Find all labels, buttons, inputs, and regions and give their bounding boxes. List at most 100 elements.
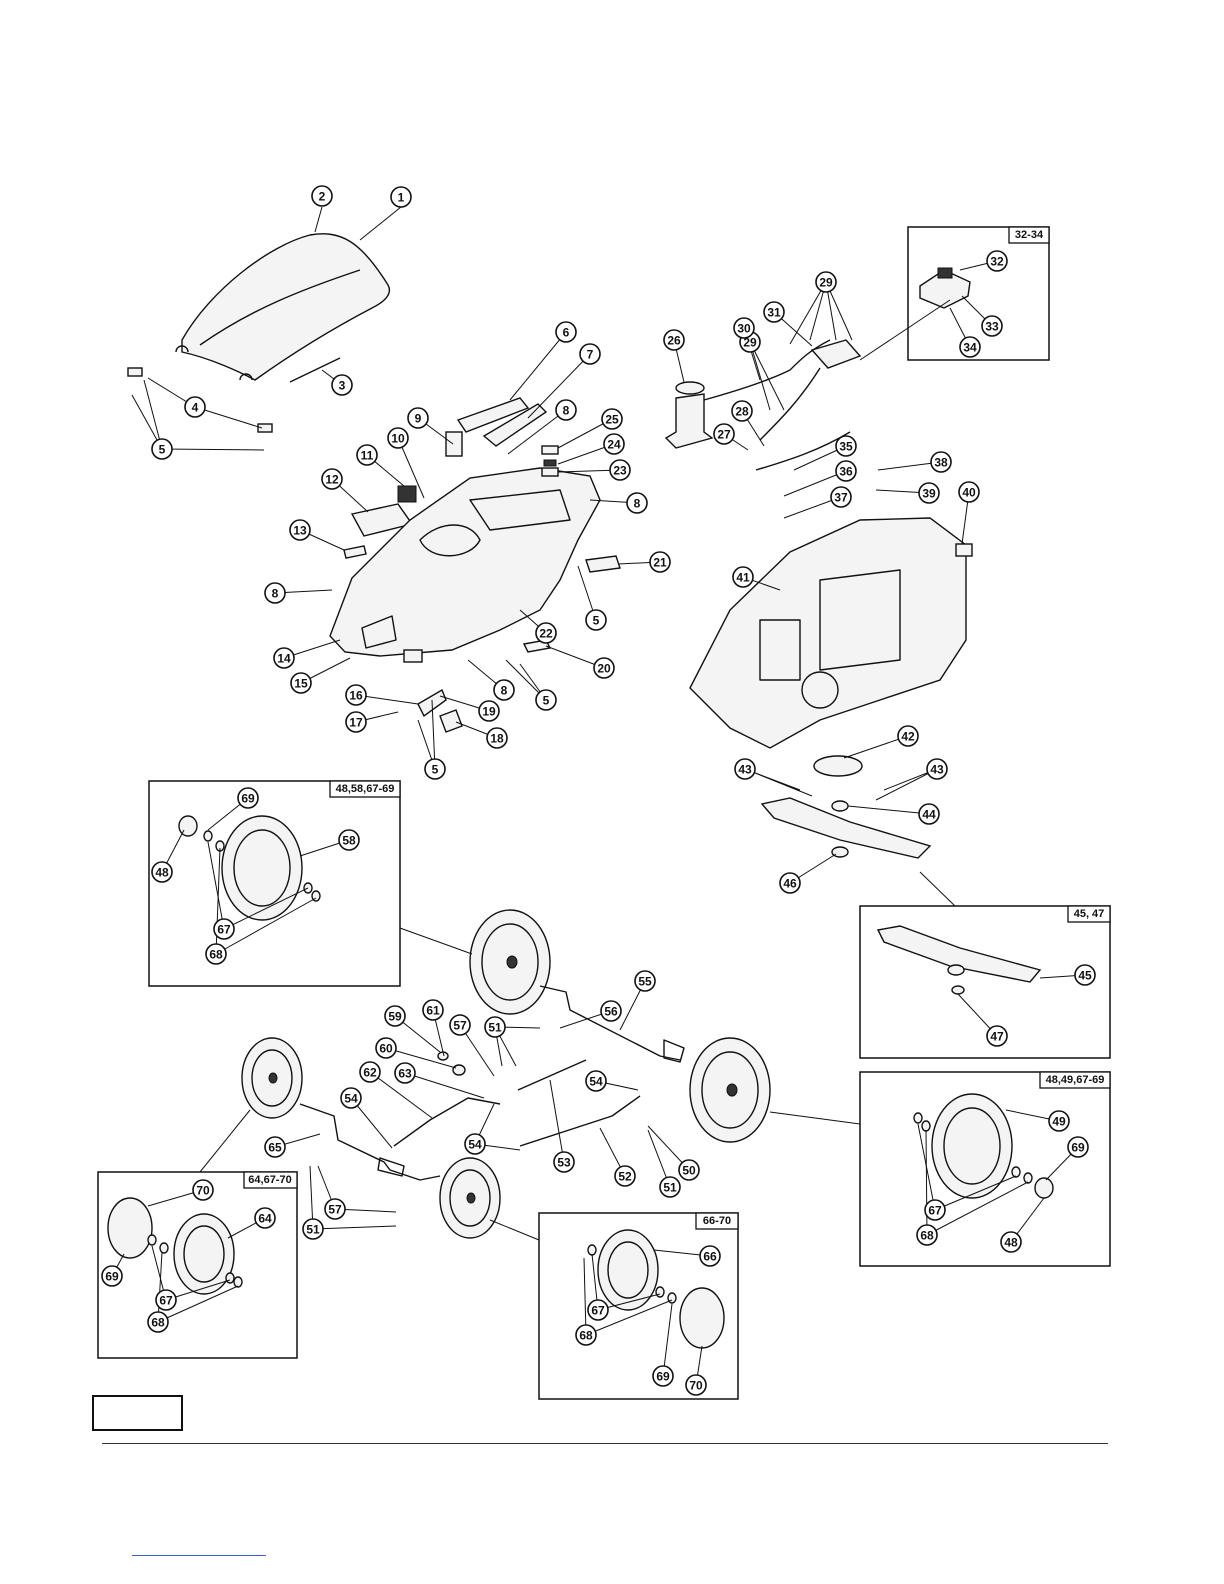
callout-17: 17 <box>345 711 367 733</box>
callout-13: 13 <box>289 519 311 541</box>
callout-35: 35 <box>835 435 857 457</box>
callout-30: 30 <box>733 317 755 339</box>
callout-27: 27 <box>713 423 735 445</box>
callout-circle <box>1074 964 1096 986</box>
callout-38: 38 <box>930 451 952 473</box>
callout-number: 68 <box>920 1229 934 1243</box>
callout-number: 13 <box>293 524 307 538</box>
callout-circle <box>302 1218 324 1240</box>
callout-circle <box>763 301 785 323</box>
callout-61: 61 <box>422 999 444 1021</box>
callout-circle <box>486 727 508 749</box>
callout-number: 27 <box>717 428 731 442</box>
callout-57: 57 <box>324 1198 346 1220</box>
inset-48-49-67-69: 48,49,67-69 <box>859 1071 1111 1267</box>
callout-number: 68 <box>209 948 223 962</box>
callout-number: 43 <box>738 763 752 777</box>
callout-circle <box>535 689 557 711</box>
footer-link-underline[interactable] <box>132 1555 266 1556</box>
callout-circle <box>289 519 311 541</box>
callout-number: 69 <box>105 1270 119 1284</box>
callout-48: 48 <box>1000 1231 1022 1253</box>
callout-number: 54 <box>344 1092 358 1106</box>
callout-circle <box>1000 1231 1022 1253</box>
callout-31: 31 <box>763 301 785 323</box>
callout-67: 67 <box>587 1299 609 1321</box>
callout-circle <box>652 1365 674 1387</box>
footer-rule <box>102 1443 1108 1444</box>
callout-53: 53 <box>553 1151 575 1173</box>
inset-48-58-67-69: 48,58,67-69 <box>148 780 401 987</box>
callout-41: 41 <box>732 566 754 588</box>
callout-60: 60 <box>375 1037 397 1059</box>
callout-37: 37 <box>830 486 852 508</box>
callout-circle <box>926 758 948 780</box>
callout-circle <box>634 970 656 992</box>
callout-46: 46 <box>779 872 801 894</box>
callout-number: 6 <box>563 326 570 340</box>
callout-circle <box>678 1159 700 1181</box>
callout-number: 20 <box>597 662 611 676</box>
part-wheel-rear-left <box>469 909 551 1015</box>
callout-69: 69 <box>652 1365 674 1387</box>
callout-51: 51 <box>302 1218 324 1240</box>
callout-circle <box>600 1000 622 1022</box>
inset-32-34: 32-34 <box>907 226 1050 361</box>
part-wheel-rear-right <box>689 1037 771 1143</box>
page-reference-box <box>92 1395 183 1431</box>
callout-circle <box>464 1133 486 1155</box>
callout-number: 23 <box>613 464 627 478</box>
callout-circle <box>924 1199 946 1221</box>
callout-number: 42 <box>901 730 915 744</box>
callout-circle <box>916 1224 938 1246</box>
callout-number: 41 <box>736 571 750 585</box>
part-link-52 <box>519 1095 641 1147</box>
callout-number: 58 <box>342 834 356 848</box>
callout-circle <box>321 468 343 490</box>
callout-23: 23 <box>609 459 631 481</box>
callout-number: 32 <box>990 255 1004 269</box>
callout-circle <box>601 408 623 430</box>
inset-label: 66-70 <box>703 1215 731 1227</box>
part-front-axle <box>299 1103 441 1181</box>
callout-number: 68 <box>151 1316 165 1330</box>
callout-8: 8 <box>555 399 577 421</box>
callout-number: 31 <box>767 306 781 320</box>
callout-circle <box>959 336 981 358</box>
callout-circle <box>835 435 857 457</box>
inset-label: 32-34 <box>1015 229 1044 241</box>
callout-number: 67 <box>159 1294 173 1308</box>
callout-5: 5 <box>424 758 446 780</box>
part-23 <box>541 467 559 477</box>
callout-2: 2 <box>311 185 333 207</box>
callout-circle <box>897 725 919 747</box>
callout-25: 25 <box>601 408 623 430</box>
part-label-40 <box>955 543 973 557</box>
callout-circle <box>575 1324 597 1346</box>
callout-circle <box>356 444 378 466</box>
callout-number: 17 <box>349 716 363 730</box>
callout-47: 47 <box>986 1025 1008 1047</box>
callout-number: 3 <box>339 379 346 393</box>
part-handle-6 <box>456 397 530 433</box>
callout-65: 65 <box>264 1136 286 1158</box>
callout-number: 57 <box>328 1203 342 1217</box>
part-link-62 <box>393 1097 501 1147</box>
callout-number: 54 <box>468 1138 482 1152</box>
callout-20: 20 <box>593 657 615 679</box>
part-upper-housing <box>329 467 601 657</box>
callout-56: 56 <box>600 1000 622 1022</box>
callout-circle <box>732 566 754 588</box>
callout-circle <box>830 486 852 508</box>
inset-connectors <box>199 299 956 1241</box>
callout-number: 19 <box>482 705 496 719</box>
callout-number: 37 <box>834 491 848 505</box>
callout-circle <box>147 1311 169 1333</box>
callout-circle <box>478 700 500 722</box>
callout-number: 26 <box>667 334 681 348</box>
callout-circle <box>264 1136 286 1158</box>
callout-number: 8 <box>501 684 508 698</box>
callout-number: 4 <box>192 401 199 415</box>
callout-number: 66 <box>703 1250 717 1264</box>
